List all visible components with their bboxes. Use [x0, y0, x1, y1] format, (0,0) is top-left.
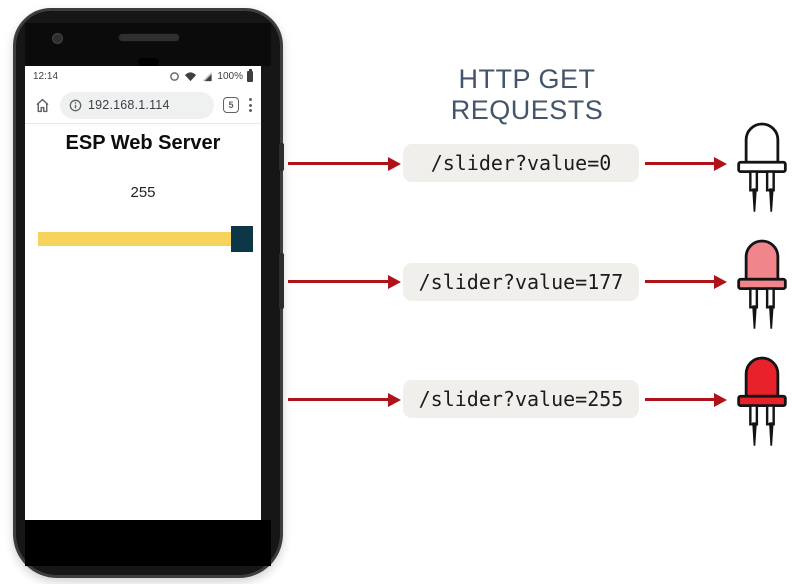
request-arrow [288, 274, 401, 289]
battery-percent-label: 100% [217, 71, 243, 82]
home-icon[interactable] [34, 97, 51, 114]
request-url-label: /slider?value=255 [418, 387, 624, 411]
data-saver-icon [170, 72, 180, 81]
front-camera [52, 33, 63, 44]
led-arrow [645, 392, 727, 407]
request-url-label: /slider?value=177 [418, 270, 624, 294]
battery-icon [247, 69, 253, 82]
status-bar: 12:14 100% [25, 66, 261, 87]
request-arrow [288, 156, 401, 171]
request-arrow [288, 392, 401, 407]
signal-icon [202, 71, 213, 82]
led-dim-icon [737, 239, 787, 329]
url-text[interactable]: 192.168.1.114 [88, 98, 170, 112]
led-off-icon [737, 122, 787, 212]
led-arrow [645, 274, 727, 289]
phone-screen: 12:14 100% [25, 66, 261, 520]
volume-button[interactable] [279, 253, 284, 309]
earpiece-speaker [118, 33, 180, 42]
web-page-title: ESP Web Server [65, 132, 221, 154]
led-arrow [645, 156, 727, 171]
request-box: /slider?value=255 [403, 380, 639, 418]
tab-count-label: 5 [228, 100, 234, 110]
clock: 12:14 [33, 71, 59, 82]
browser-address-bar: 192.168.1.114 5 [25, 87, 261, 124]
tab-counter-button[interactable]: 5 [223, 97, 239, 113]
slider-thumb[interactable] [231, 226, 253, 252]
mic-notch [138, 58, 159, 66]
info-icon[interactable] [69, 99, 82, 112]
slider-value-label: 255 [130, 184, 156, 201]
led-on-icon [737, 356, 787, 446]
smartphone: 12:14 100% [13, 8, 284, 578]
request-box: /slider?value=177 [403, 263, 639, 301]
request-url-label: /slider?value=0 [430, 151, 612, 175]
browser-menu-icon[interactable] [249, 98, 252, 112]
request-box: /slider?value=0 [403, 144, 639, 182]
phone-bottom-bezel [25, 520, 271, 566]
brightness-slider[interactable] [38, 226, 253, 252]
wifi-icon [185, 72, 197, 82]
power-button[interactable] [279, 143, 284, 171]
url-field[interactable]: 192.168.1.114 [60, 91, 214, 119]
diagram-title: HTTP GET REQUESTS [450, 64, 604, 125]
